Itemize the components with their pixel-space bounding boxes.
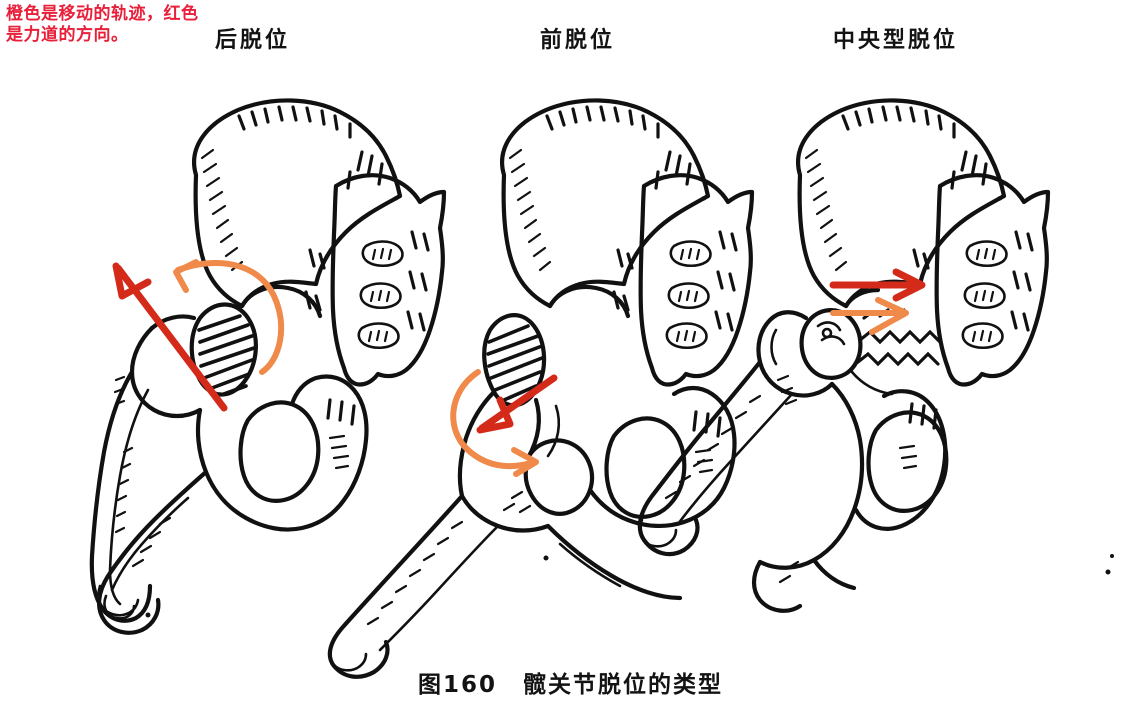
panel-anterior-arrows: [450, 369, 558, 477]
femoral-head-central: [799, 308, 863, 380]
panel-posterior-drawing: [89, 98, 447, 635]
panel-heading-central: 中央型脱位: [833, 28, 959, 53]
figure-number: 图160: [417, 672, 497, 698]
panel-posterior-arrows: [112, 259, 285, 412]
panel-anterior-drawing: [327, 98, 755, 679]
figure-title: 髋关节脱位的类型: [523, 672, 723, 698]
legend-annotation: 橙色是移动的轨迹，红色是力道的方向。: [6, 4, 199, 45]
panel-central-drawing: [637, 98, 1114, 613]
panel-heading-posterior: 后脱位: [215, 28, 291, 53]
panel-central-arrows: [829, 268, 926, 335]
figure-caption: 图160 髋关节脱位的类型: [0, 665, 1141, 699]
panel-heading-anterior: 前脱位: [540, 28, 616, 53]
femoral-head-posterior: [189, 302, 258, 397]
